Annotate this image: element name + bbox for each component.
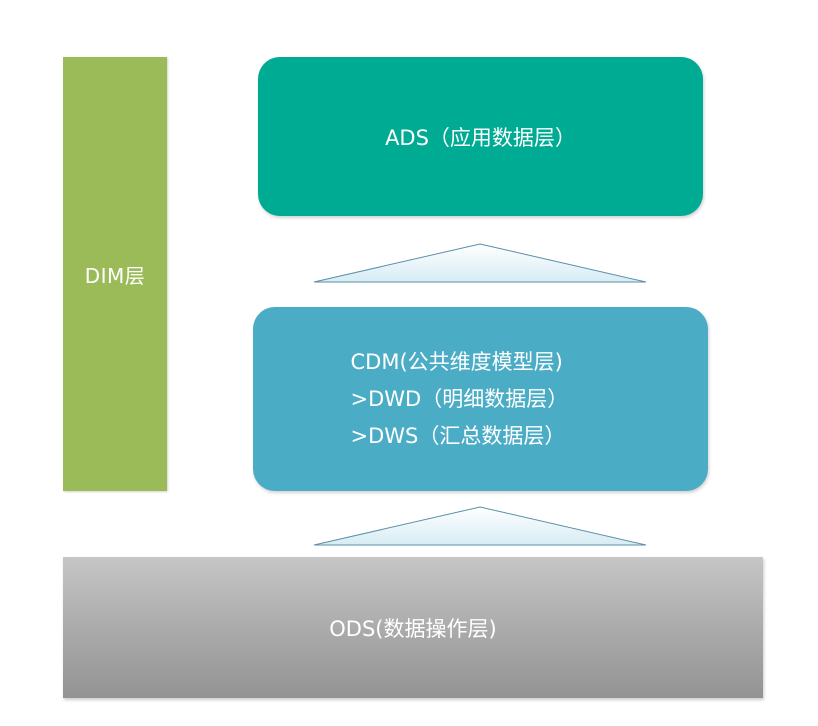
- arrow-cdm-to-ads: [313, 243, 647, 283]
- cdm-layer: CDM(公共维度模型层) >DWD（明细数据层） >DWS（汇总数据层）: [253, 307, 708, 491]
- dim-layer: DIM层: [63, 57, 167, 491]
- cdm-layer-title: CDM(公共维度模型层): [350, 349, 563, 374]
- ods-layer: ODS(数据操作层): [63, 557, 763, 698]
- dim-layer-label: DIM层: [84, 263, 146, 288]
- ads-layer-label: ADS（应用数据层）: [385, 125, 576, 150]
- ods-layer-label: ODS(数据操作层): [329, 616, 497, 641]
- ads-layer: ADS（应用数据层）: [258, 57, 703, 216]
- arrow-ods-to-cdm: [313, 506, 647, 546]
- dwd-layer-label: >DWD（明细数据层）: [350, 386, 569, 411]
- dws-layer-label: >DWS（汇总数据层）: [350, 423, 566, 448]
